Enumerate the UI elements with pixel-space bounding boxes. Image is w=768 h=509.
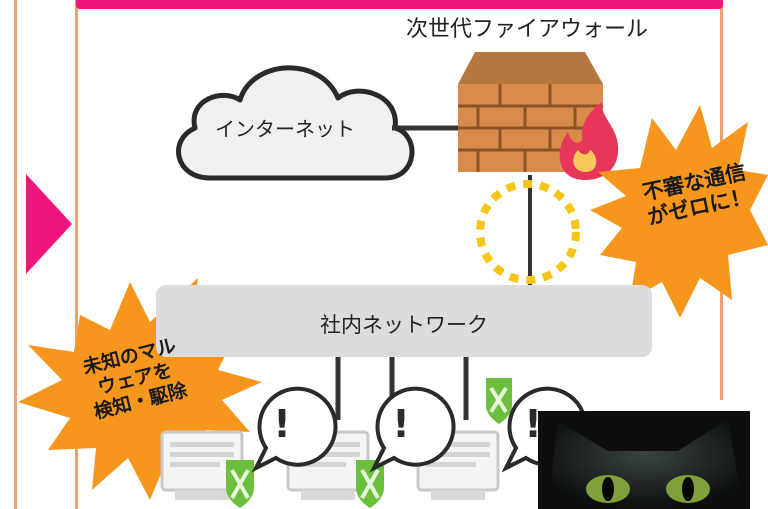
alert-mark: ! (273, 402, 291, 446)
computer-icon (416, 430, 500, 500)
alert-bubble-icon (369, 386, 456, 473)
right-burst-shape (590, 105, 768, 318)
firewall-brick-icon (458, 52, 603, 172)
internal-network-label: 社内ネットワーク (320, 313, 488, 337)
left-frame-line (14, 0, 17, 509)
cloud-icon (176, 65, 415, 181)
pink-header-bar (76, 0, 723, 9)
shield-icon (226, 460, 254, 508)
shield-icon (486, 378, 512, 424)
fire-icon (559, 102, 619, 180)
computer-icon (160, 430, 244, 500)
inspection-circle (476, 180, 580, 284)
alert-mark: ! (392, 402, 410, 446)
alert-bubble-icon (251, 386, 338, 473)
internet-label: インターネット (215, 117, 355, 141)
firewall-label: 次世代ファイアウォール (405, 17, 648, 42)
shield-icon (356, 460, 384, 508)
right-arrow-icon (26, 174, 72, 274)
inner-left-frame-line (75, 0, 78, 509)
internal-network-bar (156, 285, 652, 357)
cat-photo (538, 411, 750, 509)
alert-mark: ! (524, 402, 542, 446)
